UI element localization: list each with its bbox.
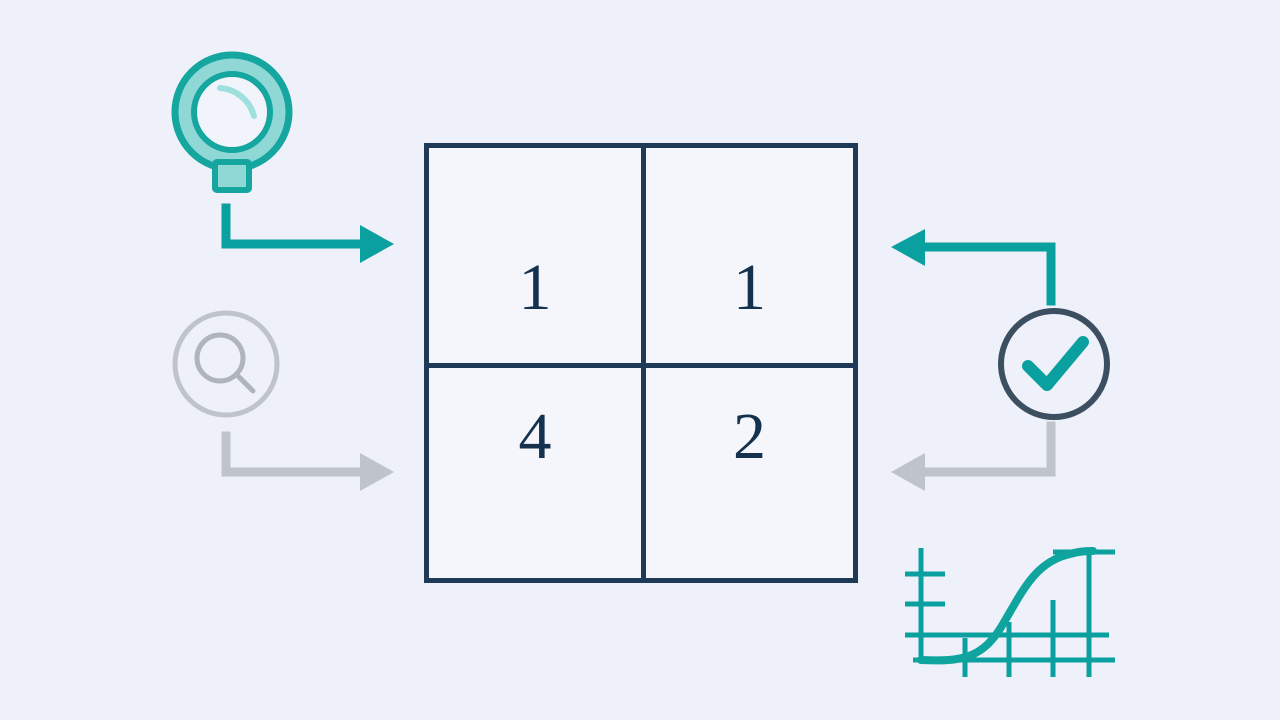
matrix-cell-value: 1 [518, 251, 552, 324]
arrow-top-right [885, 225, 1075, 315]
confusion-matrix: 1 1 4 2 [424, 143, 858, 583]
arrow-bottom-right [885, 420, 1075, 510]
matrix-cell-bottom-left[interactable]: 4 [429, 363, 641, 578]
matrix-cell-value: 1 [733, 251, 766, 324]
search-circle-icon [170, 308, 282, 420]
check-circle-icon [995, 305, 1113, 423]
matrix-cell-value: 2 [733, 400, 766, 473]
arrow-bottom-left [212, 428, 402, 508]
matrix-cell-top-left[interactable]: 1 [429, 148, 641, 363]
arrow-top-left [212, 200, 402, 280]
s-curve-chart-icon [903, 540, 1123, 690]
matrix-cell-value: 4 [518, 400, 552, 473]
matrix-cell-bottom-right[interactable]: 2 [641, 363, 853, 578]
magnifier-filled-icon [152, 44, 312, 204]
matrix-cell-top-right[interactable]: 1 [641, 148, 853, 363]
